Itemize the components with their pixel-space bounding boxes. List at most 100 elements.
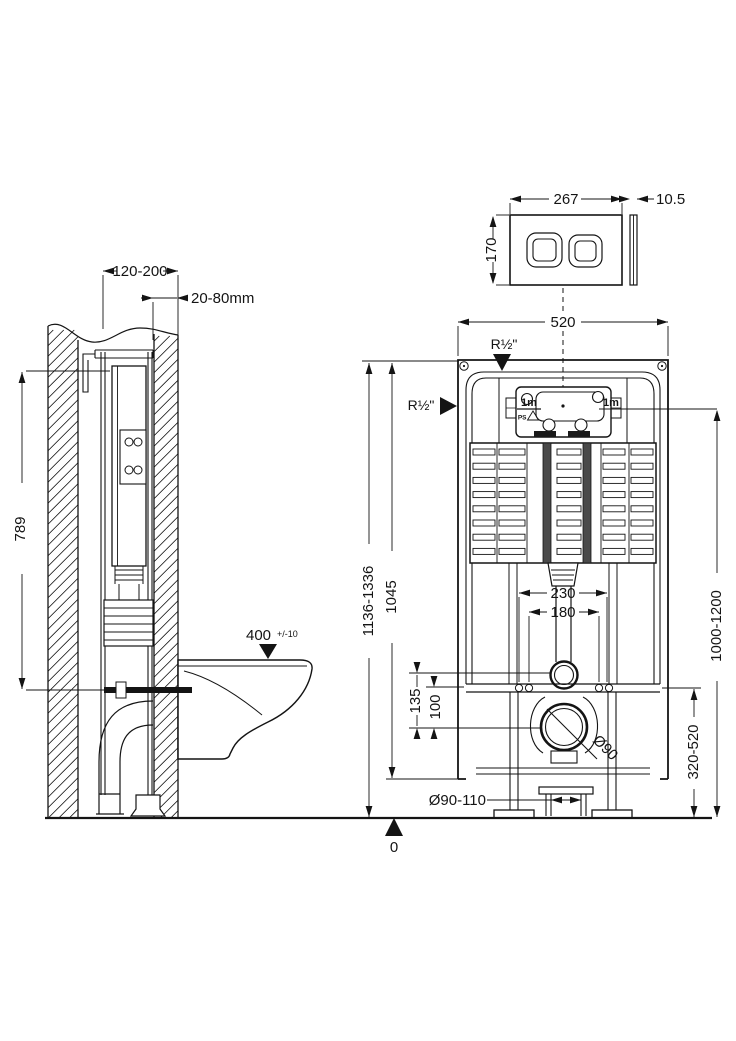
seat-height-datum-triangle bbox=[259, 644, 277, 659]
hatch-line bbox=[153, 358, 179, 384]
fixing-rail bbox=[466, 683, 660, 693]
hatch-line bbox=[58, 798, 79, 819]
tank-slat bbox=[602, 547, 626, 555]
wall-edges bbox=[47, 326, 179, 818]
dim-arrowhead bbox=[713, 410, 721, 421]
warning-triangle-icon bbox=[526, 410, 540, 421]
tank-slat bbox=[630, 462, 654, 470]
frame-foot-side bbox=[129, 794, 167, 817]
tank-slat bbox=[630, 491, 654, 499]
tank-slat bbox=[556, 533, 582, 541]
dim-arrowhead bbox=[570, 796, 581, 804]
dim-outlet-height-range: 320-520 bbox=[685, 724, 702, 779]
fixing-bolt-hole bbox=[514, 683, 524, 693]
hatch-line bbox=[153, 400, 179, 426]
hatch-line bbox=[47, 420, 79, 452]
dim-arrowhead bbox=[430, 728, 438, 739]
hatch-line bbox=[47, 714, 79, 746]
label-hose-left: 1m bbox=[521, 397, 537, 409]
hatch-line bbox=[153, 335, 160, 342]
frame-side-rails bbox=[100, 352, 153, 795]
hatch-line bbox=[153, 663, 179, 689]
dim-waste-pipe-diameter: Ø90-110 bbox=[429, 792, 486, 809]
hatch-line bbox=[153, 547, 179, 573]
hatch-line bbox=[47, 703, 79, 735]
hatch-line bbox=[47, 535, 79, 567]
hatch-line bbox=[153, 335, 171, 353]
wc-connector-lines bbox=[104, 607, 153, 641]
dim-arrowhead bbox=[142, 294, 153, 302]
hatch-line bbox=[153, 442, 179, 468]
dim-arrowhead bbox=[489, 273, 497, 284]
frame-corner-screw-dot bbox=[660, 364, 664, 368]
hatch-line bbox=[153, 768, 179, 794]
tank-slat bbox=[472, 462, 496, 470]
hatch-line bbox=[47, 682, 79, 714]
hatch-line bbox=[153, 579, 179, 605]
hatch-line bbox=[153, 369, 179, 395]
hatch-line bbox=[47, 409, 79, 441]
floor-datum-triangle bbox=[385, 818, 403, 836]
tank-slat bbox=[602, 533, 626, 541]
hatch-line bbox=[47, 346, 79, 378]
hatch-line bbox=[153, 631, 179, 657]
tank-slat bbox=[630, 505, 654, 513]
dim-rail-offset: 100 bbox=[427, 694, 444, 719]
frame-foot bbox=[591, 809, 633, 819]
hatch-line bbox=[47, 430, 79, 462]
tank-slat bbox=[556, 547, 582, 555]
tank-slat bbox=[602, 462, 626, 470]
hatch-line bbox=[47, 441, 79, 473]
tank-slat bbox=[498, 476, 526, 484]
tank-slat bbox=[498, 533, 526, 541]
outlet-socket bbox=[539, 702, 589, 752]
wall-hatch-finished bbox=[153, 335, 179, 819]
dim-arrowhead bbox=[18, 372, 26, 383]
hatch-line bbox=[153, 705, 179, 731]
hatch-line bbox=[47, 367, 79, 399]
hatch-line bbox=[153, 537, 179, 563]
tank-slat bbox=[498, 462, 526, 470]
hatch-line bbox=[47, 525, 79, 557]
tank-slat bbox=[630, 533, 654, 541]
tank-slat bbox=[556, 448, 582, 456]
hatch-line bbox=[47, 693, 79, 725]
dim-arrowhead bbox=[489, 216, 497, 227]
hatch-line bbox=[153, 495, 179, 521]
dim-arrowhead bbox=[713, 806, 721, 817]
hatch-line bbox=[47, 577, 79, 609]
inspection-box-hole bbox=[520, 392, 534, 406]
dim-wall-thickness: 20-80mm bbox=[191, 290, 254, 307]
outlet-diagonal bbox=[546, 708, 598, 760]
frame-top-bracket bbox=[82, 349, 154, 393]
flush-plate-view: 267 170 10.5 bbox=[483, 191, 685, 401]
tank-slat bbox=[472, 505, 496, 513]
flush-pipe bbox=[555, 586, 572, 662]
hatch-line bbox=[47, 651, 79, 683]
dimension-lines bbox=[18, 195, 721, 817]
valve-screw bbox=[124, 465, 134, 475]
tank-slat bbox=[472, 491, 496, 499]
frame-foot bbox=[493, 809, 535, 819]
tank-slat bbox=[498, 519, 526, 527]
side-view: 400 +/-10 120-200 20-80mm 789 bbox=[12, 263, 313, 819]
tank-slat bbox=[472, 519, 496, 527]
tank-slat bbox=[602, 476, 626, 484]
label-inlet-thread-side: R½" bbox=[408, 397, 435, 413]
inlet-side-triangle bbox=[440, 397, 457, 415]
hatch-line bbox=[153, 610, 179, 636]
hatch-line bbox=[47, 514, 79, 546]
fixing-rod bbox=[104, 687, 192, 693]
tank-slat bbox=[498, 491, 526, 499]
dim-arrowhead bbox=[619, 195, 630, 203]
hatch-line bbox=[47, 745, 79, 777]
valve-screw bbox=[124, 437, 134, 447]
hatch-line bbox=[153, 642, 179, 668]
inlet-top-triangle bbox=[493, 354, 511, 371]
tank-slat bbox=[556, 491, 582, 499]
hatch-line bbox=[153, 652, 179, 678]
hatch-line bbox=[153, 673, 179, 699]
valve-box-side bbox=[119, 429, 147, 485]
hatch-line bbox=[47, 735, 79, 767]
